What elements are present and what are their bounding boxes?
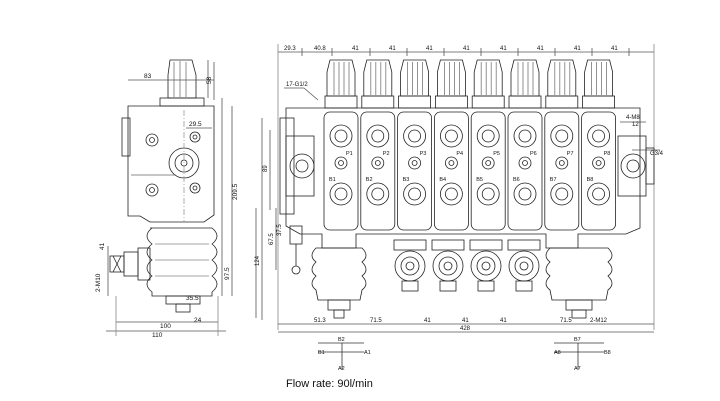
total-width: 428 (460, 326, 471, 332)
port-b-label: B5 (476, 177, 483, 183)
flow-rate-caption: Flow rate: 90l/min (286, 378, 373, 390)
schematic-right-bottom: A7 (574, 366, 581, 372)
dim-port-height: 41 (99, 242, 106, 250)
dim-cap-height: 58 (206, 76, 213, 84)
port-p-label: P7 (567, 151, 574, 157)
dim-bottom-small: 35.5 (186, 295, 199, 302)
port-g34-label: G3/4 (650, 151, 664, 157)
bottom-dim-label: 41 (462, 318, 469, 324)
solenoid-valve (507, 239, 541, 292)
schematic-left-right: A1 (364, 350, 371, 356)
left-dim-124: 124 (255, 255, 261, 266)
top-dim-label: 41 (463, 46, 470, 52)
port-p-label: P8 (604, 151, 611, 157)
schematic-right-top: B7 (574, 337, 581, 343)
top-dim-label: 41 (574, 46, 581, 52)
bottom-dim-label: 71.5 (560, 318, 572, 324)
port-p-label: P6 (530, 151, 537, 157)
bottom-dim-label: 71.5 (370, 318, 382, 324)
port-p-label: P3 (420, 151, 427, 157)
left-dim-89: 89 (263, 165, 269, 172)
section-handle (471, 59, 505, 109)
port-right-label: 4-M8 (626, 115, 640, 121)
left-dim-37-5: 37.5 (277, 224, 283, 236)
bottom-dim-label: 41 (500, 318, 507, 324)
top-dim-label: 29.3 (284, 46, 296, 52)
side-handle (167, 59, 197, 99)
front-left-fitting (289, 225, 303, 275)
section-handle (361, 59, 395, 109)
section-handle (324, 59, 358, 109)
dim-width-a: 100 (160, 323, 171, 330)
schematic-right-left: A8 (554, 350, 561, 356)
side-port-fitting (109, 247, 151, 281)
top-dim-label: 40.8 (314, 46, 326, 52)
port-b-label: B6 (513, 177, 520, 183)
port-p-label: P4 (456, 151, 463, 157)
solenoid-valve (469, 239, 503, 292)
port-right-sub: 12 (632, 122, 639, 128)
dim-bottom-a: 24 (194, 317, 202, 324)
port-p-label: P1 (346, 151, 353, 157)
port-p-label: P2 (383, 151, 390, 157)
top-dim-label: 41 (426, 46, 433, 52)
top-dim-label: 41 (352, 46, 359, 52)
front-left-bellow (311, 247, 367, 319)
schematic-right-right: B8 (604, 350, 611, 356)
front-right-bellow (545, 247, 613, 319)
dim-bellow-height: 97.5 (224, 267, 231, 280)
dim-top-width: 83 (144, 73, 152, 80)
port-p-label: P5 (493, 151, 500, 157)
inlet-port (289, 153, 315, 179)
section-handle (545, 59, 579, 109)
bottom-dim-label: 51.3 (314, 318, 326, 324)
outlet-port (620, 153, 646, 179)
section-handle (434, 59, 468, 109)
left-dim-67-5: 67.5 (269, 233, 275, 245)
port-left-label: 17-G1/2 (286, 82, 308, 88)
bottom-dim-label: 41 (424, 318, 431, 324)
schematic-left-top: B2 (338, 337, 345, 343)
section-handle (582, 59, 615, 109)
port-b-label: B4 (439, 177, 446, 183)
side-view: 83 58 29.5 209.5 97.5 41 2-M10 35.5 24 1… (95, 59, 239, 339)
port-b-label: B3 (403, 177, 410, 183)
port-b-label: B2 (366, 177, 373, 183)
schematic-right: B7 A7 A8 B8 (554, 337, 611, 372)
port-b-label: B8 (587, 177, 594, 183)
top-dim-label: 41 (500, 46, 507, 52)
top-dim-label: 41 (537, 46, 544, 52)
top-dim-label: 41 (389, 46, 396, 52)
schematic-left: B2 A2 B1 A1 (318, 337, 371, 372)
section-handle (398, 59, 432, 109)
side-body (127, 105, 215, 223)
port-b-label: B7 (550, 177, 557, 183)
valve-body (285, 107, 641, 249)
port-b-label: B1 (329, 177, 336, 183)
dim-thread: 2-M10 (95, 273, 102, 292)
side-bellow (146, 227, 218, 313)
bottom-dim-label: 2-M12 (590, 318, 608, 324)
schematic-left-bottom: A2 (338, 366, 345, 372)
dim-width-b: 110 (152, 332, 163, 339)
schematic-left-left: B1 (318, 350, 325, 356)
dim-center-offset: 29.5 (189, 121, 202, 128)
section-handle (508, 59, 542, 109)
top-dim-label: 41 (611, 46, 618, 52)
solenoid-valve (393, 239, 427, 292)
solenoid-valve (431, 239, 465, 292)
dim-body-height: 209.5 (232, 183, 239, 200)
